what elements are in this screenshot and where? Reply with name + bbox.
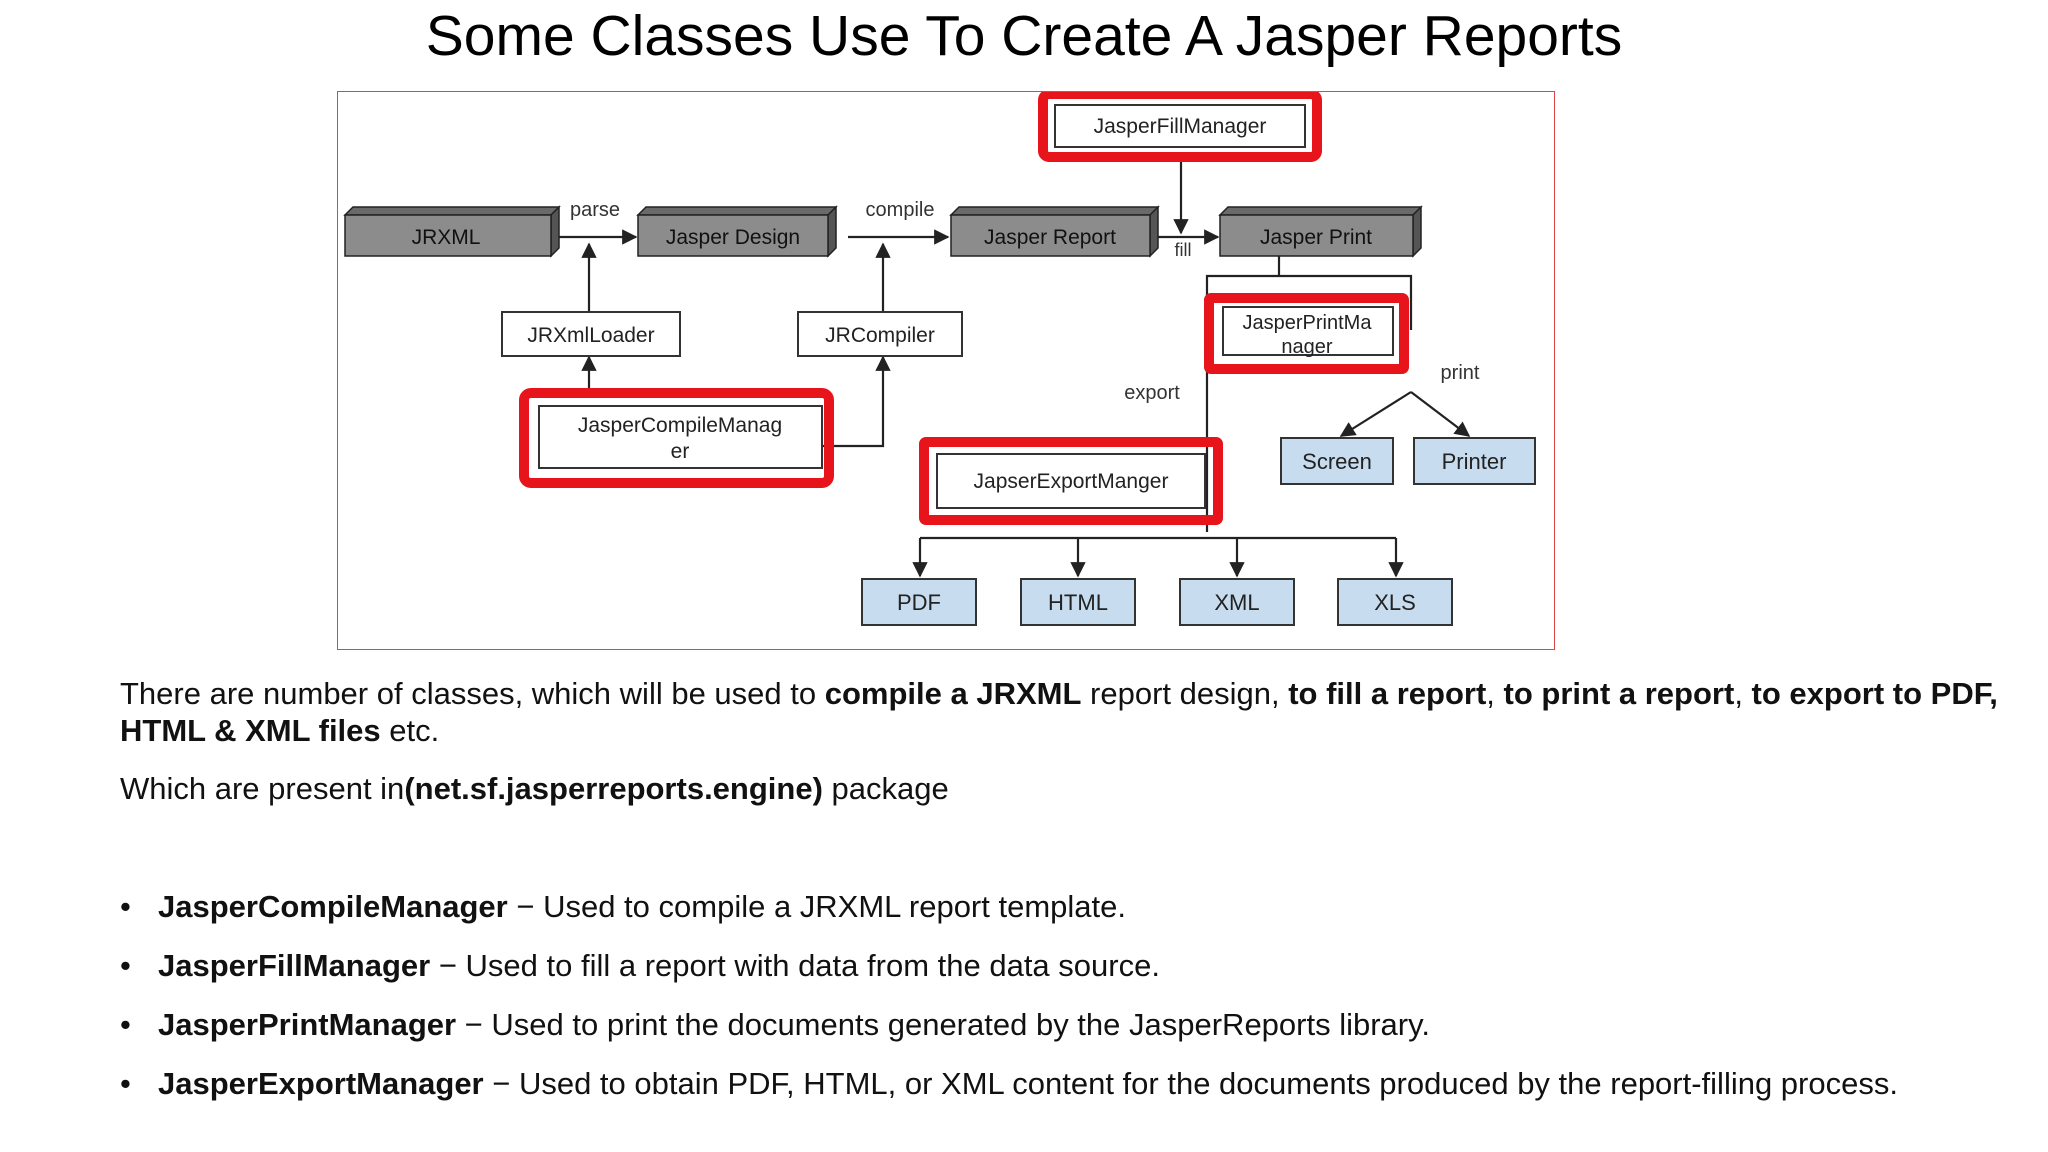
node-jasper-print: Jasper Print: [1218, 205, 1423, 258]
node-html: HTML: [1020, 578, 1136, 626]
node-jasper-fill-manager-label: JasperFillManager: [1094, 115, 1267, 138]
edge-label-compile: compile: [866, 199, 935, 221]
node-jasper-fill-manager: JasperFillManager: [1054, 104, 1306, 148]
node-jasper-design-label: Jasper Design: [666, 226, 800, 249]
node-jr-compiler: JRCompiler: [797, 311, 963, 357]
desc-text: ,: [1486, 676, 1504, 711]
node-jasper-report: Jasper Report: [949, 205, 1160, 258]
node-pdf-label: PDF: [897, 590, 941, 615]
desc-text: ,: [1734, 676, 1752, 711]
node-jrxml-label: JRXML: [412, 226, 481, 249]
bullet-item: • JasperCompileManager − Used to compile …: [120, 888, 2000, 925]
bullet-item: • JasperExportManager − Used to obtain PD…: [120, 1065, 2000, 1102]
edge-compilemgr-compiler: [821, 355, 891, 448]
bullet-description: − Used to print the documents generated …: [456, 1007, 1430, 1042]
node-jrxml-loader: JRXmlLoader: [501, 311, 681, 357]
node-xls: XLS: [1337, 578, 1453, 626]
node-printer: Printer: [1413, 437, 1536, 485]
desc-text: etc.: [380, 713, 440, 748]
desc-text: There are number of classes, which will …: [120, 676, 825, 711]
highlight-boxes: [519, 92, 1409, 525]
node-xls-label: XLS: [1374, 590, 1416, 615]
edge-label-export: export: [1124, 382, 1180, 404]
node-jasper-print-manager-label-1: JasperPrintMa: [1243, 312, 1373, 334]
node-xml-label: XML: [1214, 590, 1259, 615]
bullet-item: • JasperFillManager − Used to fill a repo…: [120, 947, 2000, 984]
bullet-class-name: JasperPrintManager: [158, 1007, 457, 1042]
page-title: Some Classes Use To Create A Jasper Repo…: [425, 4, 1623, 68]
desc-bold-fill: to fill a report: [1288, 676, 1487, 711]
node-jasper-print-label: Jasper Print: [1260, 226, 1372, 249]
edge-print-bracket-top: [1205, 274, 1413, 330]
node-jrxml-loader-label: JRXmlLoader: [527, 324, 654, 347]
node-jrxml: JRXML: [343, 205, 561, 258]
edge-printer-printer: [1410, 391, 1471, 437]
node-jasper-compile-manager-label-1: JasperCompileManag: [578, 414, 782, 437]
desc-text: report design,: [1081, 676, 1289, 711]
node-jasper-compile-manager-label-2: er: [671, 440, 690, 463]
bullet-class-name: JasperFillManager: [158, 948, 431, 983]
node-jasper-export-manager-label: JapserExportManger: [974, 470, 1169, 493]
bullet-description: − Used to compile a JRXML report templat…: [507, 889, 1126, 924]
bullet-description: − Used to fill a report with data from t…: [430, 948, 1160, 983]
bullet-class-name: JasperCompileManager: [158, 889, 508, 924]
node-jr-compiler-label: JRCompiler: [825, 324, 935, 347]
node-pdf: PDF: [861, 578, 977, 626]
highlight-fill-manager: [1038, 92, 1322, 162]
desc-text: Which are present in: [120, 771, 405, 806]
bullet-dot: •: [120, 948, 131, 983]
node-xml: XML: [1179, 578, 1295, 626]
node-jasper-compile-manager: JasperCompileManag er: [538, 405, 823, 469]
edge-printer-screen: [1339, 391, 1412, 437]
desc-bold-files: HTML & XML files: [120, 713, 381, 748]
node-jasper-report-label: Jasper Report: [984, 226, 1116, 249]
node-printer-label: Printer: [1442, 449, 1507, 474]
bullet-dot: •: [120, 1066, 131, 1101]
node-jasper-print-manager-label-2: nager: [1281, 336, 1332, 358]
bullet-dot: •: [120, 1007, 131, 1042]
diagram-frame: JRXML Jasper Design Jasper Report Jasper…: [337, 91, 1555, 650]
description-paragraph-2: Which are present in(net.sf.jasperreport…: [120, 770, 2000, 807]
class-bullet-list: • JasperCompileManager − Used to compile …: [120, 888, 2000, 1124]
node-screen: Screen: [1280, 437, 1394, 485]
desc-bold-export: to export to PDF,: [1751, 676, 1998, 711]
node-jasper-design: Jasper Design: [636, 205, 838, 258]
bullet-item: • JasperPrintManager − Used to print the …: [120, 1006, 2000, 1043]
highlight-print-manager: [1204, 293, 1409, 374]
node-jasper-export-manager: JapserExportManger: [936, 453, 1206, 509]
desc-text: package: [822, 771, 949, 806]
desc-bold-compile: compile a JRXML: [824, 676, 1082, 711]
desc-bold-print: to print a report: [1503, 676, 1735, 711]
bullet-description: − Used to obtain PDF, HTML, or XML conte…: [483, 1066, 1898, 1101]
edge-label-parse: parse: [570, 199, 620, 221]
jasper-class-diagram: JRXML Jasper Design Jasper Report Jasper…: [343, 92, 1536, 626]
edge-label-fill: fill: [1175, 240, 1192, 260]
desc-bold-package: (net.sf.jasperreports.engine): [404, 771, 823, 806]
description-paragraph-1: There are number of classes, which will …: [120, 675, 2000, 749]
bullet-class-name: JasperExportManager: [158, 1066, 484, 1101]
node-jasper-print-manager: JasperPrintMa nager: [1222, 306, 1394, 358]
highlight-export-manager: [919, 437, 1223, 525]
node-html-label: HTML: [1048, 590, 1108, 615]
bullet-dot: •: [120, 889, 131, 924]
node-screen-label: Screen: [1302, 449, 1372, 474]
highlight-compile-manager: [519, 388, 834, 488]
edge-label-print: print: [1441, 362, 1480, 384]
